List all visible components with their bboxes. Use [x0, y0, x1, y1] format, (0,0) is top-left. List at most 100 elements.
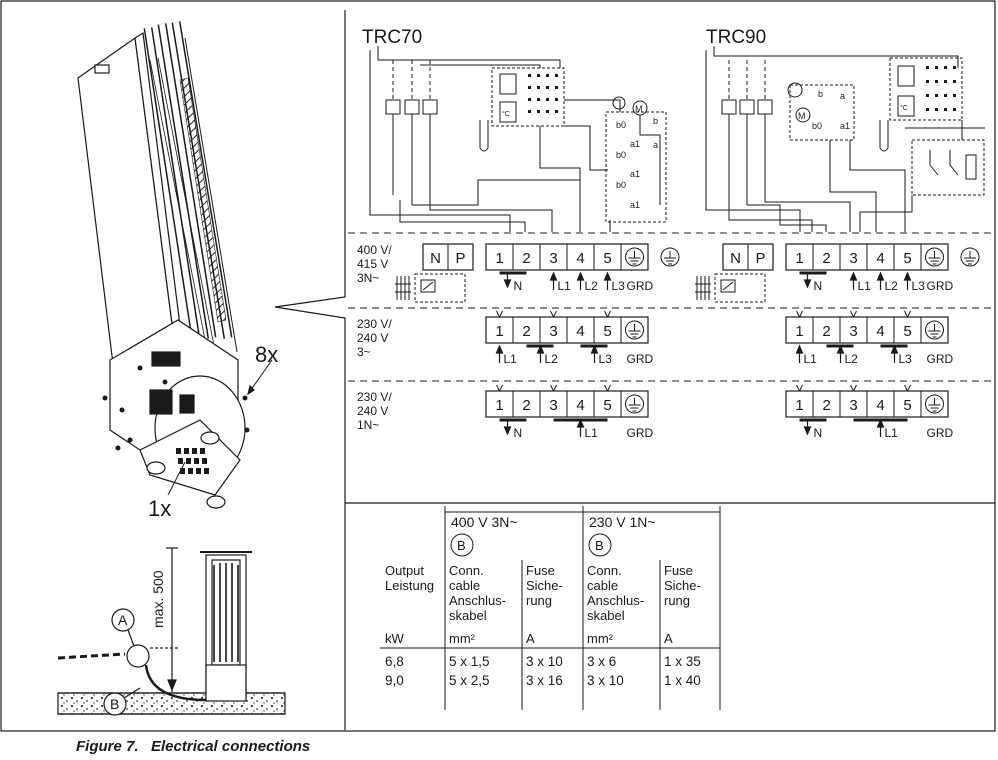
label-n: N — [814, 279, 823, 293]
label-l2: L2 — [585, 279, 599, 293]
terminal-2: 2 — [522, 250, 530, 267]
table-cell: 3 x 6 — [587, 654, 616, 669]
label-l3: L3 — [899, 352, 913, 366]
terminal-2: 2 — [822, 250, 830, 267]
col-cable-400-line1: Conn. — [449, 563, 484, 578]
connector-ticks — [496, 384, 611, 392]
col-cable-230-line1: Conn. — [587, 563, 622, 578]
col-cable-230-line3: Anschlus- — [587, 593, 644, 608]
terminal-1: 1 — [795, 397, 803, 414]
table-cell: 1 x 40 — [664, 673, 701, 688]
table-cell: 5 x 1,5 — [449, 654, 490, 669]
col-fuse-400-line2: Siche- — [526, 578, 563, 593]
terminal-4: 4 — [876, 397, 884, 414]
table-cell: 1 x 35 — [664, 654, 701, 669]
col-fuse-400-line1: Fuse — [526, 563, 555, 578]
terminal-p: P — [455, 250, 465, 267]
heater-drawing — [77, 21, 273, 509]
trc70-title: TRC70 — [362, 27, 422, 48]
terminal-4: 4 — [876, 250, 884, 267]
label-l3: L3 — [612, 279, 626, 293]
trc70-relay-a1-2: a1 — [630, 169, 640, 179]
terminal-n: N — [430, 250, 441, 267]
trc70-relay-b0-1: b0 — [616, 120, 626, 130]
trc70-motor-symbol: M — [635, 104, 643, 114]
terminal-3: 3 — [549, 250, 557, 267]
label-l1: L1 — [504, 352, 518, 366]
voltage-row2-line3: 3~ — [357, 345, 371, 359]
terminal-2: 2 — [522, 323, 530, 340]
unit-a-230: A — [664, 631, 673, 646]
label-l2: L2 — [545, 352, 559, 366]
table-marker-b-2: B — [595, 538, 604, 553]
col-fuse-230-line3: rung — [664, 593, 690, 608]
connector-ticks — [496, 310, 611, 318]
terminal-2: 2 — [522, 397, 530, 414]
label-n: N — [814, 426, 823, 440]
trc70-relay-b0-2: b0 — [616, 150, 626, 160]
table-group-400v: 400 V 3N~ — [451, 514, 518, 530]
marker-b-label: B — [110, 696, 119, 712]
supply-arrows — [799, 418, 908, 437]
terminal-5: 5 — [903, 250, 911, 267]
supply-arrows — [495, 344, 608, 363]
unit-kw: kW — [385, 631, 405, 646]
box-count-label: 1x — [148, 496, 171, 521]
trc90-thermostat-symbol: °C — [900, 104, 908, 112]
screw-count-label: 8x — [255, 342, 278, 367]
trc70-relay-a1-3: a1 — [630, 200, 640, 210]
terminal-1: 1 — [795, 323, 803, 340]
connector-ticks — [796, 384, 911, 392]
trc90-relay-a1: a1 — [840, 121, 850, 131]
col-cable-400-line2: cable — [449, 578, 480, 593]
trc90-relay-b0: b0 — [812, 121, 822, 131]
label-l3: L3 — [912, 279, 926, 293]
ground-terminal-icon — [925, 247, 944, 267]
voltage-row2-line1: 230 V/ — [357, 317, 392, 331]
unit-mm2-400: mm² — [449, 631, 476, 646]
col-cable-230-line2: cable — [587, 578, 618, 593]
table-cell: 6,8 — [385, 654, 404, 669]
terminal-1: 1 — [495, 250, 503, 267]
trc90-wiring — [705, 46, 985, 232]
trc70-thermostat-symbol: °C — [502, 110, 510, 118]
supply-arrows — [799, 271, 912, 290]
col-fuse-230-line2: Siche- — [664, 578, 701, 593]
supply-arrows — [499, 418, 608, 437]
ground-terminal-icon — [625, 320, 644, 340]
voltage-row1-line2: 415 V — [357, 257, 388, 271]
trc70-relay-b0-3: b0 — [616, 180, 626, 190]
trc70-relay-a1-1: a1 — [630, 139, 640, 149]
terminal-4: 4 — [876, 323, 884, 340]
terminal-1: 1 — [795, 250, 803, 267]
trc70-wiring — [369, 46, 667, 232]
voltage-row1-line3: 3N~ — [357, 271, 379, 285]
col-fuse-400-line3: rung — [526, 593, 552, 608]
label-grd: GRD — [627, 279, 654, 293]
terminal-1: 1 — [495, 397, 503, 414]
ground-terminal-icon — [925, 394, 944, 414]
table-marker-b-1: B — [457, 538, 466, 553]
label-l1: L1 — [585, 426, 599, 440]
table-cell: 3 x 10 — [587, 673, 624, 688]
table-cell: 5 x 2,5 — [449, 673, 490, 688]
table-cell: 9,0 — [385, 673, 404, 688]
unit-mm2-230: mm² — [587, 631, 614, 646]
terminal-p: P — [755, 250, 765, 267]
terminal-5: 5 — [603, 323, 611, 340]
terminal-n: N — [730, 250, 741, 267]
ground-terminal-icon — [925, 320, 944, 340]
terminal-4: 4 — [576, 250, 584, 267]
col-cable-400-line3: Anschlus- — [449, 593, 506, 608]
installation-detail — [57, 547, 286, 716]
relay-coil-symbol — [695, 273, 766, 303]
marker-a-label: A — [118, 612, 128, 628]
ground-terminal-icon — [625, 394, 644, 414]
terminal-2: 2 — [822, 323, 830, 340]
table-group-230v: 230 V 1N~ — [589, 514, 656, 530]
label-n: N — [514, 279, 523, 293]
